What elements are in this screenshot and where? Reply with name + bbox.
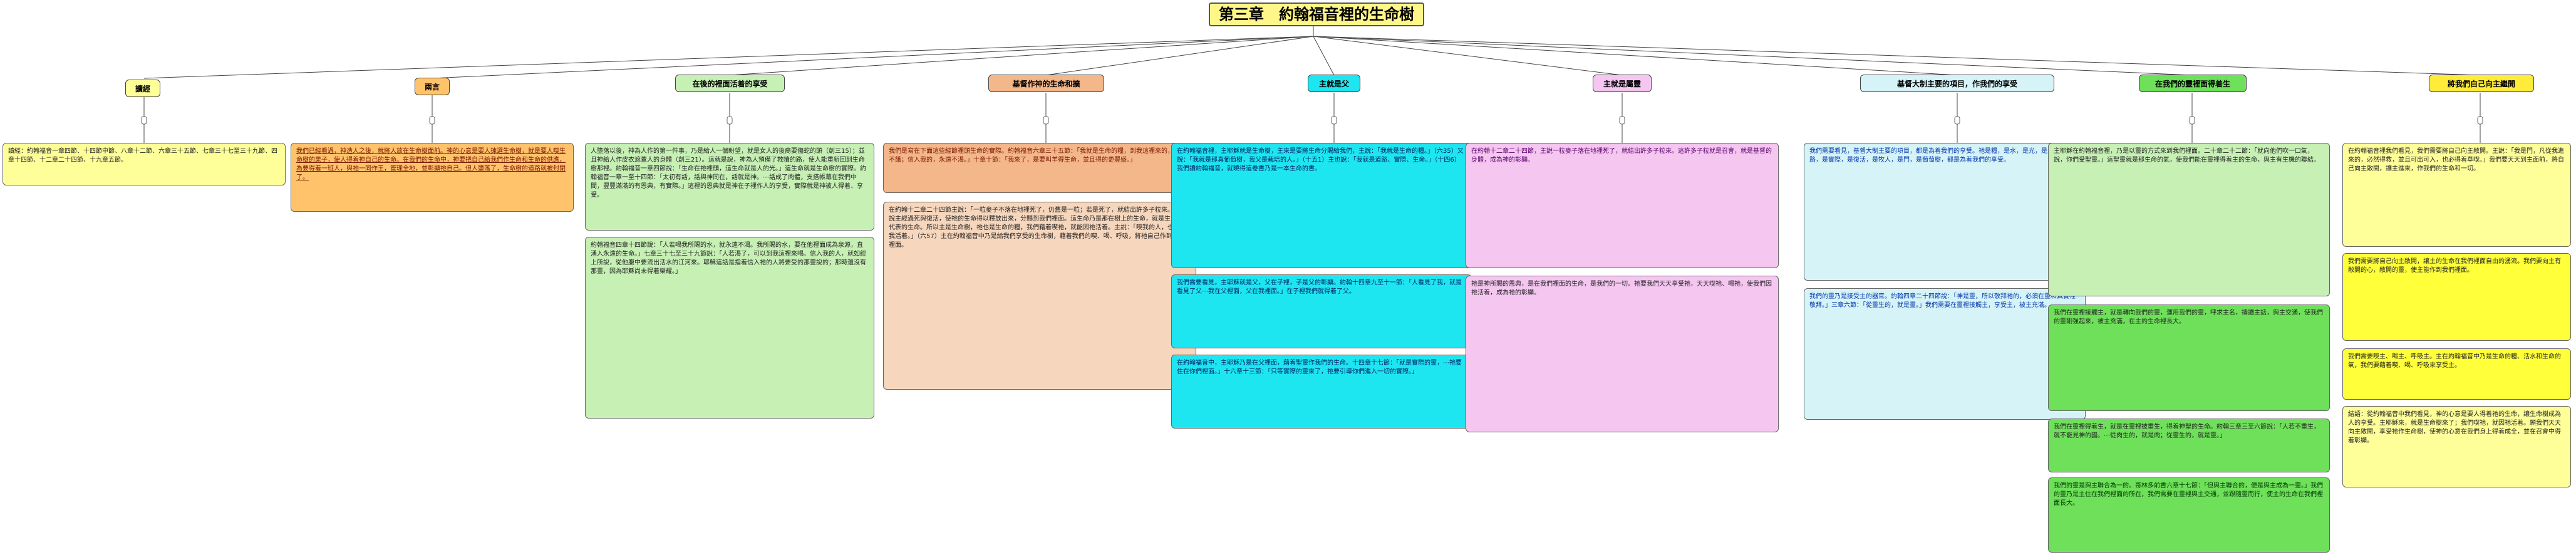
note-enjoyment-2: 約翰福音四章十四節說：「人若喝我所賜的水，就永遠不渴。我所賜的水，要在他裡面成為…: [585, 237, 874, 419]
note-open-self-1: 在約翰福音裡我們看見，我們需要將自己向主敞開。主說：「我是門，凡從我進來的，必然…: [2342, 143, 2571, 247]
note-christ-life-2: 在約翰十二章二十四節主說：「一粒麥子不落在地裡死了，仍舊是一粒；若是死了，就結出…: [883, 202, 1196, 390]
note-lord-father-3: 在約翰福音中，主耶穌乃是在父裡面，藉着聖靈作我們的生命。十四章十七節：「就是實際…: [1171, 355, 1472, 429]
note-open-self-3: 我們需要喫主、喝主、呼吸主。主在約翰福音中乃是生命的糧、活水和生命的氣，我們要藉…: [2342, 348, 2571, 400]
note-open-self-4: 結語：從約翰福音中我們看見，神的心意是要人得着祂的生命，讓生命樹成為人的享受。主…: [2342, 406, 2571, 487]
root-title: 第三章 約翰福音裡的生命樹: [1209, 3, 1424, 26]
branch-enjoyment[interactable]: 在後的裡面活着的享受: [675, 75, 785, 92]
note-spirit-life-4: 我們的靈是與主聯合為一的。哥林多前書六章十七節：「但與主聯合的，便是與主成為一靈…: [2048, 477, 2330, 553]
branch-christ-life[interactable]: 基督作神的生命和擴: [988, 75, 1104, 92]
note-spirit-life-2: 我們在靈裡接觸主，就是轉向我們的靈，運用我們的靈，呼求主名，禱讀主話，與主交通，…: [2048, 305, 2330, 411]
note-lord-father-2: 我們需要看見，主耶穌就是父，父在子裡，子是父的彰顯。約翰十四章九至十一節：「人看…: [1171, 274, 1472, 348]
branch-open-self[interactable]: 將我們自己向主繼開: [2429, 75, 2534, 92]
note-lord-spirit-2: 祂是神所賜的恩典，是在我們裡面的生命，是我們的一切。祂要我們天天享受祂，天天喫祂…: [1466, 276, 1779, 432]
branch-major-items[interactable]: 基督大制主要的項目，作我們的享受: [1860, 75, 2054, 92]
branch-lord-spirit[interactable]: 主就是屬靈: [1593, 75, 1652, 92]
branch-reading[interactable]: 讀經: [125, 80, 160, 97]
branch-lord-father[interactable]: 主就是父: [1308, 75, 1360, 92]
note-christ-life-1: 我們是寫在下面這些經節裡頭生命的實際。約翰福音六章三十五節：「我就是生命的糧，到…: [883, 143, 1196, 193]
note-reading: 讀經：約翰福音一章四節、十四節中節、八章十二節、六章三十五節、七章三十七至三十九…: [3, 143, 286, 185]
note-lord-father-1: 在約翰福音裡，主耶穌就是生命樹，主來是要將生命分賜給我們，主說：「我就是生命的糧…: [1171, 143, 1472, 268]
note-major-items-1: 我們需要看見，基督大制主要的項目，都是為着我們的享受。祂是糧，是水，是光，是生命…: [1804, 143, 2086, 281]
note-spirit-life-1: 主耶穌在約翰福音裡，乃是以靈的方式來到我們裡面。二十章二十二節：「就向他們吹一口…: [2048, 143, 2330, 296]
note-lord-spirit-1: 在約翰十二章二十四節，主說一粒麥子落在地裡死了，就結出許多子粒來。這許多子粒就是…: [1466, 143, 1779, 268]
note-spirit-life-3: 我們在靈裡得着生，就是在靈裡被重生，得着神聖的生命。約翰三章三至六節說：「人若不…: [2048, 419, 2330, 472]
note-enjoyment-1: 人墮落以後，神為人作的第一件事，乃是給人一個盼望，就是女人的後裔要傷蛇的頭（創三…: [585, 143, 874, 231]
branch-two-words[interactable]: 兩言: [415, 78, 450, 95]
note-open-self-2: 我們需要將自己向主敞開，讓主的生命在我們裡面自由的湧流。我們要向主有敞開的心，敞…: [2342, 253, 2571, 341]
note-major-items-2: 我們的靈乃是接受主的器官。約翰四章二十四節說：「神是靈，所以敬拜祂的，必須在靈和…: [1804, 288, 2086, 420]
branch-spirit-life[interactable]: 在我們的靈裡面得着生: [2139, 75, 2247, 92]
note-two-words: 我們已經看過，神造人之後，就將人放在生命樹面前。神的心意是要人揀選生命樹，就是要…: [291, 143, 574, 212]
